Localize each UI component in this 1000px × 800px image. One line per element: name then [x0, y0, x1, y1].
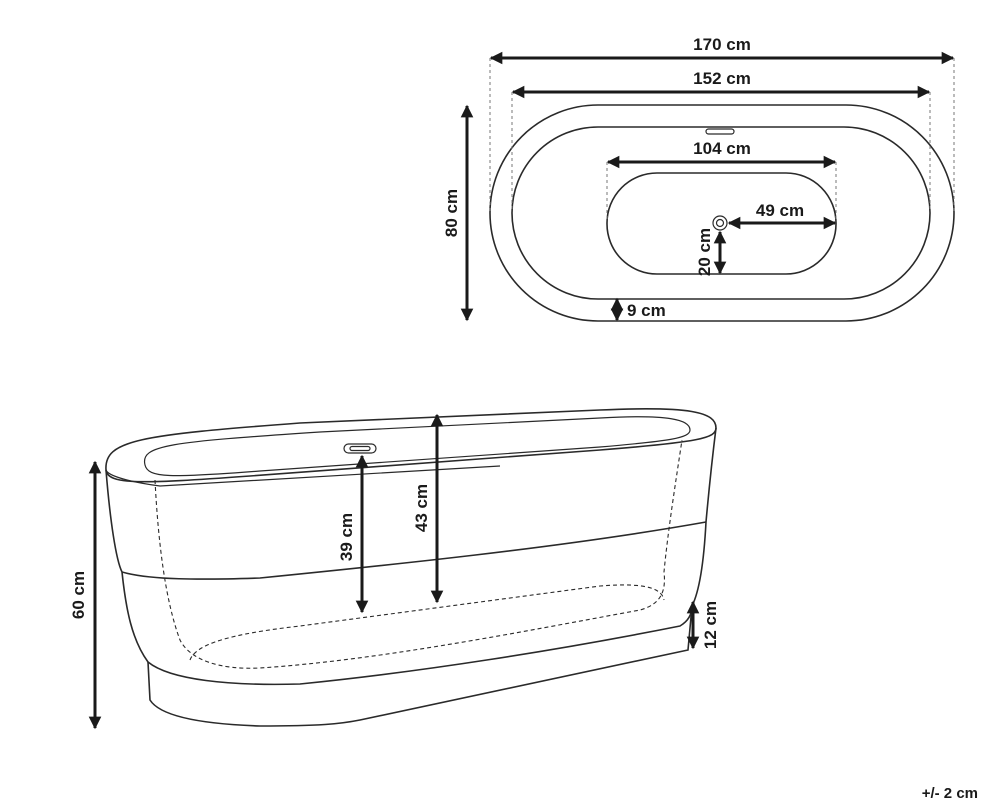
side-view-hidden-basin-floor	[189, 584, 665, 661]
dim-label-overall-length: 170 cm	[693, 35, 751, 54]
side-view-overflow	[343, 443, 377, 454]
top-view-overflow	[705, 128, 735, 135]
side-view-base	[147, 605, 693, 727]
dim-label-base-height: 12 cm	[701, 601, 720, 649]
dim-label-depth-at-drain: 39 cm	[337, 513, 356, 561]
side-view-overflow-inner	[349, 445, 371, 452]
side-view-body-right	[691, 427, 717, 607]
side-view-body-left	[105, 469, 123, 573]
top-view: 170 cm 152 cm 104 cm 49 cm 20 cm 9 cm 80…	[442, 35, 955, 322]
side-view: 60 cm 39 cm 43 cm 12 cm	[69, 408, 720, 730]
dim-label-inner-depth: 43 cm	[412, 484, 431, 532]
top-view-drain-inner	[715, 218, 725, 228]
side-view-band-upper	[121, 521, 707, 580]
dim-label-inner-length: 104 cm	[693, 139, 751, 158]
top-view-drain	[712, 215, 728, 231]
dim-label-drain-to-end: 49 cm	[756, 201, 804, 220]
side-view-rim-inner	[143, 416, 691, 477]
dim-label-overall-width: 80 cm	[442, 189, 461, 237]
dim-label-rim-thickness: 9 cm	[627, 301, 666, 320]
side-view-rim-lip	[105, 465, 501, 487]
side-view-hidden-basin	[154, 439, 683, 669]
dim-label-overall-height: 60 cm	[69, 571, 88, 619]
dim-label-rim-length: 152 cm	[693, 69, 751, 88]
side-view-rim-top	[105, 408, 717, 483]
top-view-inner-rim	[511, 126, 931, 300]
top-view-outer-rim	[489, 104, 955, 322]
dim-label-drain-offset: 20 cm	[695, 228, 714, 276]
side-view-band-lower	[121, 571, 693, 686]
tolerance-note: +/- 2 cm	[922, 785, 978, 800]
